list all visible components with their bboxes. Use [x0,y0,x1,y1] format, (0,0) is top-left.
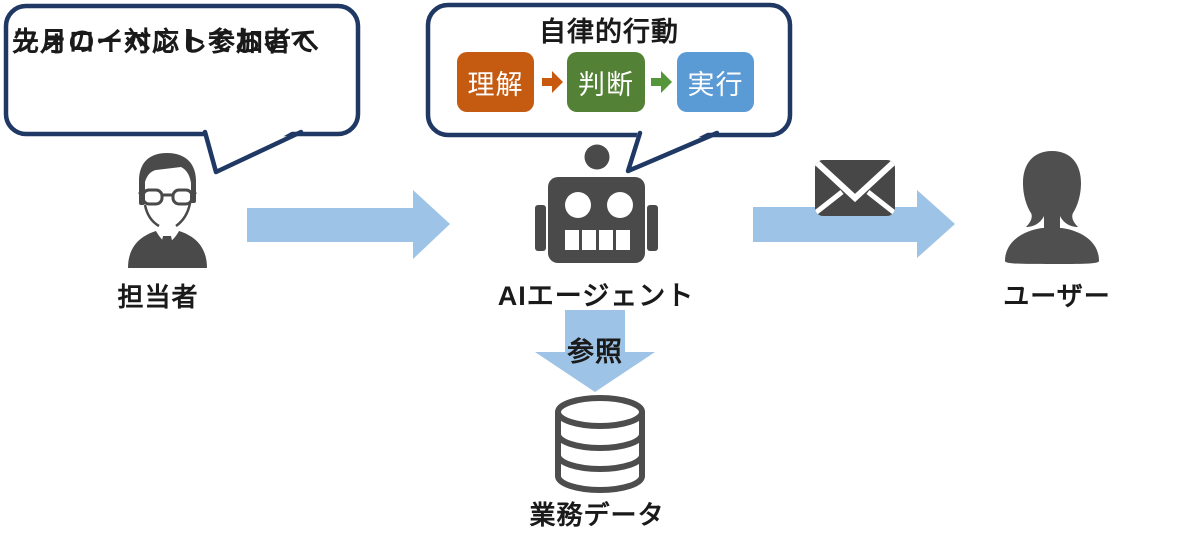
manager-icon [128,153,207,268]
user-icon [1005,151,1099,264]
step-arrow-understand-judge [542,71,563,93]
mail-icon [815,160,895,216]
step-understand: 理解 [457,52,534,112]
step-arrow-judge-execute [651,71,672,93]
manager-request-line2: フォロー対応しておいて [12,27,318,57]
manager-request-line1: 先月のイベント参加者へ [12,27,320,57]
arrow-agent-to-database [535,310,655,392]
reference-label: 参照 [567,337,623,367]
arrow-manager-to-agent [247,190,450,259]
step-judge: 判断 [567,52,645,112]
user-label: ユーザー [1003,281,1111,311]
database-icon [555,395,645,493]
manager-label: 担当者 [117,282,199,312]
arrow-agent-to-user [753,190,955,258]
step-execute: 実行 [677,52,754,112]
database-label: 業務データ [529,500,665,530]
manager-speech-bubble [3,3,361,175]
agent-label: AIエージェント [497,281,695,311]
autonomy-title: 自律的行動 [539,17,679,47]
robot-icon [535,144,658,263]
